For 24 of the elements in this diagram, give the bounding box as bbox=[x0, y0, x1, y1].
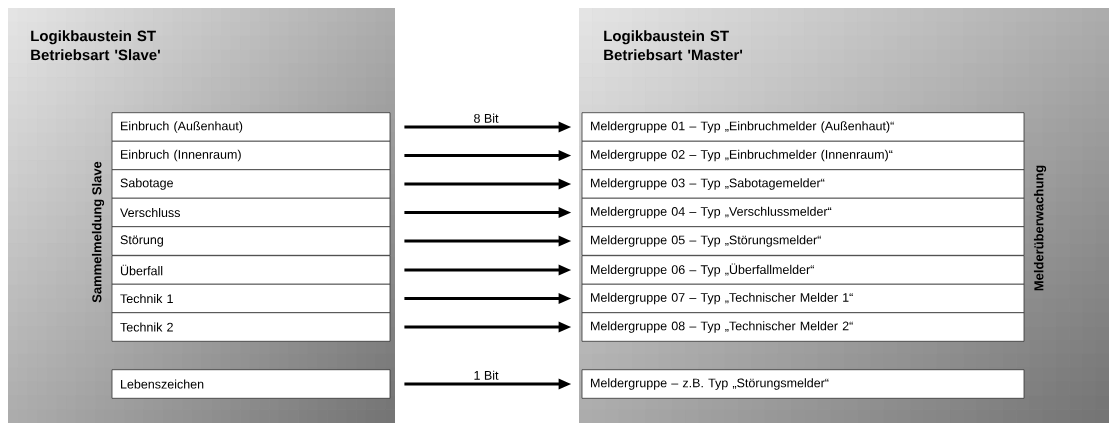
edge-label: 1 Bit bbox=[472, 369, 500, 381]
signal-box: Einbruch (Außenhaut) bbox=[111, 112, 391, 142]
vertical-label: Sammelmeldung Slave bbox=[91, 161, 105, 303]
signal-box: Überfall bbox=[111, 255, 391, 285]
signal-box: Verschluss bbox=[111, 197, 391, 228]
signal-box: Meldergruppe 03 – Typ „Sabotagemelder“ bbox=[581, 169, 1025, 199]
signal-box: Meldergruppe 01 – Typ „Einbruchmelder (Außenhaut)“ bbox=[581, 112, 1025, 142]
heading: Logikbaustein ST Betriebsart 'Master' bbox=[604, 30, 743, 61]
heading: Logikbaustein ST Betriebsart 'Slave' bbox=[31, 30, 160, 61]
signal-box: Meldergruppe 08 – Typ „Technischer Melder 2“ bbox=[581, 312, 1025, 342]
signal-box: Lebenszeichen bbox=[111, 369, 391, 399]
signal-box: Einbruch (Innenraum) bbox=[111, 140, 391, 171]
signal-box: Meldergruppe 07 – Typ „Technischer Melder 1“ bbox=[581, 283, 1025, 314]
signal-box: Störung bbox=[111, 226, 391, 256]
signal-box: Meldergruppe 04 – Typ „Verschlussmelder“ bbox=[581, 197, 1025, 228]
signal-box: Technik 2 bbox=[111, 312, 391, 342]
signal-box: Sabotage bbox=[111, 169, 391, 199]
vertical-label: Melderüberwachung bbox=[1033, 165, 1047, 291]
edge-label: 8 Bit bbox=[472, 112, 500, 124]
signal-box: Meldergruppe 06 – Typ „Überfallmelder“ bbox=[581, 255, 1025, 285]
signal-box: Technik 1 bbox=[111, 283, 391, 314]
signal-box: Meldergruppe – z.B. Typ „Störungsmelder“ bbox=[581, 369, 1025, 399]
signal-box: Meldergruppe 05 – Typ „Störungsmelder“ bbox=[581, 226, 1025, 256]
signal-box: Meldergruppe 02 – Typ „Einbruchmelder (Innenraum)“ bbox=[581, 140, 1025, 171]
